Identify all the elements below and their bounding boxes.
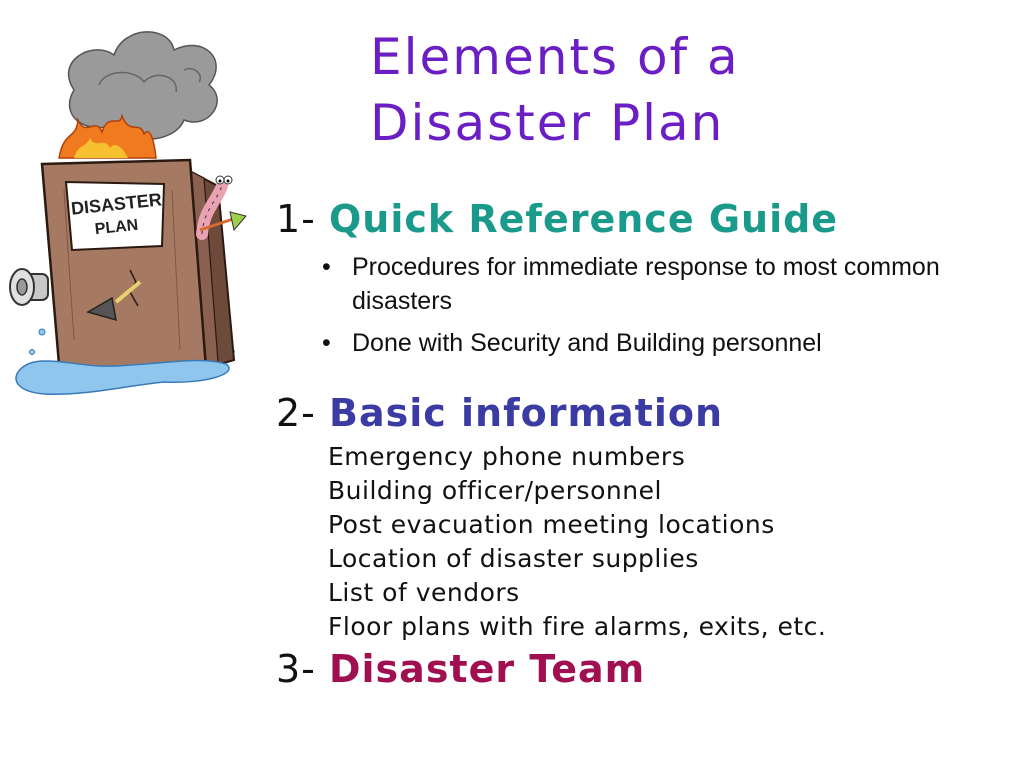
- list-item-text: Done with Security and Building personne…: [352, 329, 822, 357]
- list-item: Building officer/personnel: [328, 476, 662, 505]
- section-heading: 3- Disaster Team: [276, 644, 645, 694]
- title-line-2: Disaster Plan: [370, 94, 725, 152]
- section-heading: 1- Quick Reference Guide: [276, 194, 972, 244]
- list-item-text: Procedures for immediate response to mos…: [352, 253, 940, 315]
- trowel-icon: [86, 280, 142, 322]
- slide-title: Elements of a Disaster Plan: [370, 24, 740, 156]
- water-puddle-icon: [15, 328, 230, 396]
- section-label: Basic information: [328, 391, 724, 435]
- section-label: Quick Reference Guide: [328, 197, 839, 241]
- list-item: List of vendors: [328, 578, 520, 607]
- list-item: Post evacuation meeting locations: [328, 510, 775, 539]
- section-number: 1-: [276, 197, 316, 241]
- list-item: Location of disaster supplies: [328, 544, 699, 573]
- smoke-icon: [67, 31, 218, 141]
- list-item: • Done with Security and Building person…: [320, 326, 972, 360]
- dart-icon: [199, 211, 247, 232]
- pipe-icon: [9, 268, 49, 306]
- section-quick-reference-guide: 1- Quick Reference Guide • Procedures fo…: [276, 194, 972, 368]
- flame-icon: [58, 113, 157, 159]
- section-disaster-team: 3- Disaster Team: [276, 644, 645, 694]
- list-item: Emergency phone numbers: [328, 442, 686, 471]
- section-heading: 2- Basic information: [276, 388, 826, 438]
- section-label: Disaster Team: [328, 647, 646, 691]
- section-basic-information: 2- Basic information Emergency phone num…: [276, 388, 826, 644]
- list-item: Floor plans with fire alarms, exits, etc…: [328, 612, 827, 641]
- bullet-icon: •: [322, 253, 331, 281]
- section-number: 2-: [276, 391, 316, 435]
- section-number: 3-: [276, 647, 316, 691]
- bullet-icon: •: [322, 329, 331, 357]
- info-list: Emergency phone numbers Building officer…: [276, 440, 826, 644]
- disaster-plan-book-illustration: DISASTER PLAN: [9, 31, 247, 396]
- list-item: • Procedures for immediate response to m…: [320, 250, 972, 318]
- title-line-1: Elements of a: [370, 28, 740, 86]
- bullet-list: • Procedures for immediate response to m…: [276, 250, 972, 360]
- sign-text-line2: PLAN: [94, 217, 139, 238]
- artist-signature: ELTO: [218, 348, 235, 356]
